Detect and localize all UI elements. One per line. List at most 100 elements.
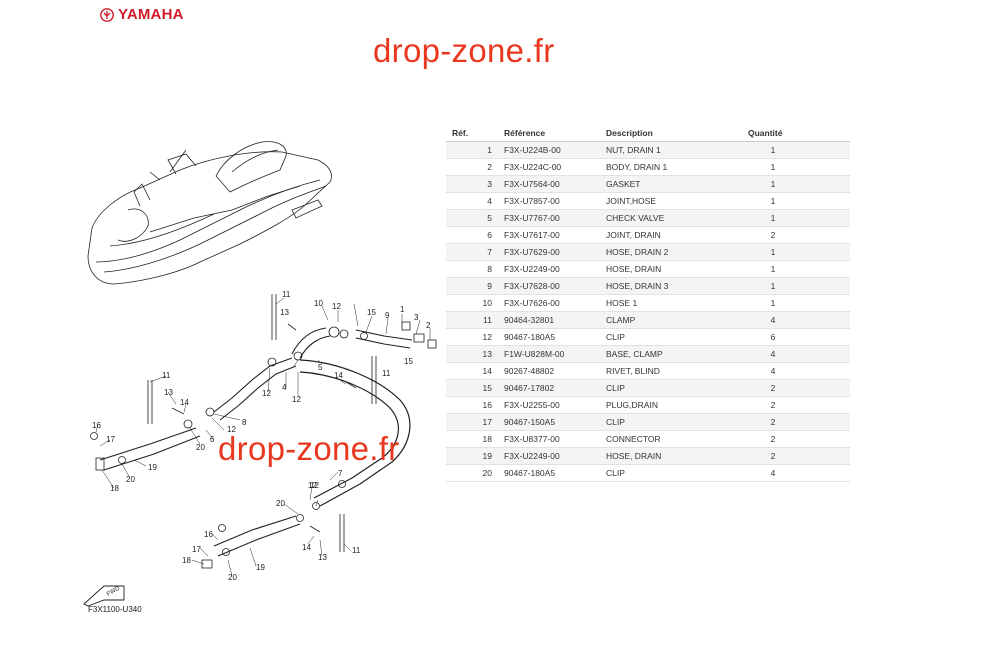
cell-description: HOSE, DRAIN 2 (602, 243, 738, 261)
cell-description: CLAMP (602, 311, 738, 329)
cell-spacer (808, 158, 850, 176)
header-ref: Réf. (446, 125, 496, 142)
callout-1: 1 (400, 305, 405, 314)
cell-ref: 2 (446, 158, 496, 176)
header-quantity: Quantité (738, 125, 808, 142)
cell-ref: 8 (446, 260, 496, 278)
cell-quantity: 2 (738, 396, 808, 414)
callout-13: 13 (280, 308, 289, 317)
callout-15: 15 (404, 357, 413, 366)
cell-spacer (808, 311, 850, 329)
cell-spacer (808, 260, 850, 278)
cell-spacer (808, 328, 850, 346)
cell-quantity: 4 (738, 464, 808, 482)
cell-code: 90467-180A5 (496, 464, 602, 482)
callout-20: 20 (276, 499, 285, 508)
cell-quantity: 1 (738, 175, 808, 193)
callout-7: 7 (338, 469, 343, 478)
cell-spacer (808, 175, 850, 193)
callout-10: 10 (314, 299, 323, 308)
cell-code: 90467-150A5 (496, 413, 602, 431)
cell-code: F3X-U7617-00 (496, 226, 602, 244)
cell-code: 90464-32801 (496, 311, 602, 329)
cell-quantity: 2 (738, 430, 808, 448)
cell-code: F3X-U7626-00 (496, 294, 602, 312)
yamaha-logo[interactable]: YAMAHA (100, 6, 184, 23)
cell-spacer (808, 243, 850, 261)
cell-spacer (808, 345, 850, 363)
cell-ref: 13 (446, 345, 496, 363)
watercraft-seat (215, 141, 287, 193)
cell-description: RIVET, BLIND (602, 362, 738, 380)
callout-13: 13 (164, 388, 173, 397)
callout-8: 8 (242, 418, 247, 427)
cell-quantity: 4 (738, 345, 808, 363)
parts-diagram: FWD 11 10 12 13 15 9 1 3 2 4 5 12 12 14 … (83, 141, 437, 607)
watercraft-hull (87, 151, 332, 285)
cell-quantity: 4 (738, 362, 808, 380)
cell-quantity: 1 (738, 192, 808, 210)
header-spacer (808, 125, 850, 142)
cell-ref: 15 (446, 379, 496, 397)
cell-description: CHECK VALVE (602, 209, 738, 227)
cell-description: JOINT, DRAIN (602, 226, 738, 244)
watermark-top: drop-zone.fr (373, 32, 555, 69)
callout-12: 12 (262, 389, 271, 398)
cell-code: F3X-U224C-00 (496, 158, 602, 176)
callout-12: 12 (310, 481, 319, 490)
callout-19: 19 (148, 463, 157, 472)
cell-description: HOSE, DRAIN 3 (602, 277, 738, 295)
cell-description: CLIP (602, 379, 738, 397)
callout-17: 17 (106, 435, 115, 444)
cell-quantity: 1 (738, 243, 808, 261)
hose-7 (299, 359, 411, 507)
cell-ref: 5 (446, 209, 496, 227)
cell-code: 90467-17802 (496, 379, 602, 397)
cell-quantity: 2 (738, 379, 808, 397)
cell-quantity: 1 (738, 158, 808, 176)
watercraft-handlebar (149, 149, 197, 181)
cell-spacer (808, 430, 850, 448)
cell-ref: 4 (446, 192, 496, 210)
cell-description: CLIP (602, 464, 738, 482)
cell-ref: 16 (446, 396, 496, 414)
cell-spacer (808, 464, 850, 482)
callout-2: 2 (426, 321, 431, 330)
tuning-fork-icon (100, 7, 114, 22)
cell-description: BASE, CLAMP (602, 345, 738, 363)
cell-code: F1W-U828M-00 (496, 345, 602, 363)
cell-ref: 14 (446, 362, 496, 380)
callout-12: 12 (292, 395, 301, 404)
cell-description: BODY, DRAIN 1 (602, 158, 738, 176)
cell-spacer (808, 141, 850, 159)
callout-14: 14 (180, 398, 189, 407)
header-code: Référence (496, 125, 602, 142)
callout-11: 11 (352, 546, 361, 555)
cell-ref: 1 (446, 141, 496, 159)
callout-9: 9 (385, 311, 390, 320)
cell-spacer (808, 362, 850, 380)
cell-description: HOSE, DRAIN (602, 260, 738, 278)
cell-description: HOSE 1 (602, 294, 738, 312)
cell-ref: 7 (446, 243, 496, 261)
cell-spacer (808, 226, 850, 244)
cell-description: GASKET (602, 175, 738, 193)
brand-name: YAMAHA (118, 6, 184, 23)
cell-ref: 6 (446, 226, 496, 244)
callout-16: 16 (92, 421, 101, 430)
callout-17: 17 (192, 545, 201, 554)
cell-code: F3X-U2249-00 (496, 447, 602, 465)
